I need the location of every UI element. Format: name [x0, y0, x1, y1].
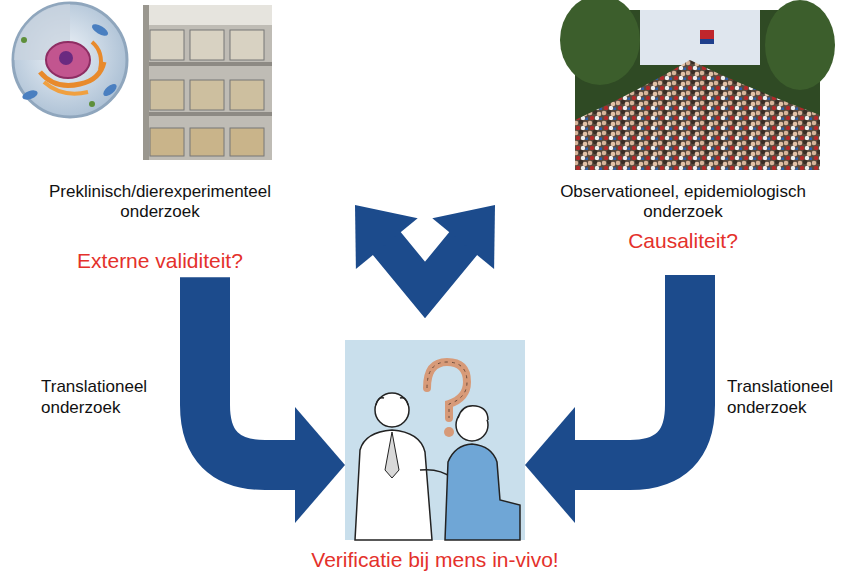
- doctor-patient-illustration: [345, 340, 525, 540]
- arrow-shaft: [573, 275, 690, 465]
- crowd-photo: [560, 0, 835, 170]
- question-text: Externe validiteit?: [10, 248, 310, 273]
- edge-label: Translationeel onderzoek: [725, 376, 854, 419]
- research-panel: Observationeel, epidemiologisch onderzoe…: [500, 5, 855, 275]
- lab-cages-photo: [143, 5, 272, 160]
- thick-arrow: [355, 205, 495, 290]
- thick-arrow: [525, 275, 690, 523]
- research-panel: Preklinisch/dierexperimenteel onderzoekE…: [5, 5, 350, 277]
- arrow-head: [295, 407, 345, 523]
- edge-label: Translationeel onderzoek: [39, 376, 168, 419]
- thick-arrow: [205, 277, 345, 523]
- panel-title: Preklinisch/dierexperimenteel onderzoek: [20, 182, 300, 223]
- question-text: Causaliteit?: [533, 228, 833, 253]
- arrow-head: [355, 205, 418, 269]
- arrow-head: [525, 407, 575, 523]
- arrow-head: [432, 205, 495, 269]
- cell-illustration: [13, 3, 127, 117]
- panel-title: Observationeel, epidemiologisch onderzoe…: [533, 182, 833, 223]
- arrow-shaft: [386, 242, 465, 290]
- caption-text: Verificatie bij mens in-vivo!: [311, 547, 558, 572]
- arrow-shaft: [205, 277, 297, 465]
- verification-picture: Verificatie bij mens in-vivo!: [345, 340, 525, 540]
